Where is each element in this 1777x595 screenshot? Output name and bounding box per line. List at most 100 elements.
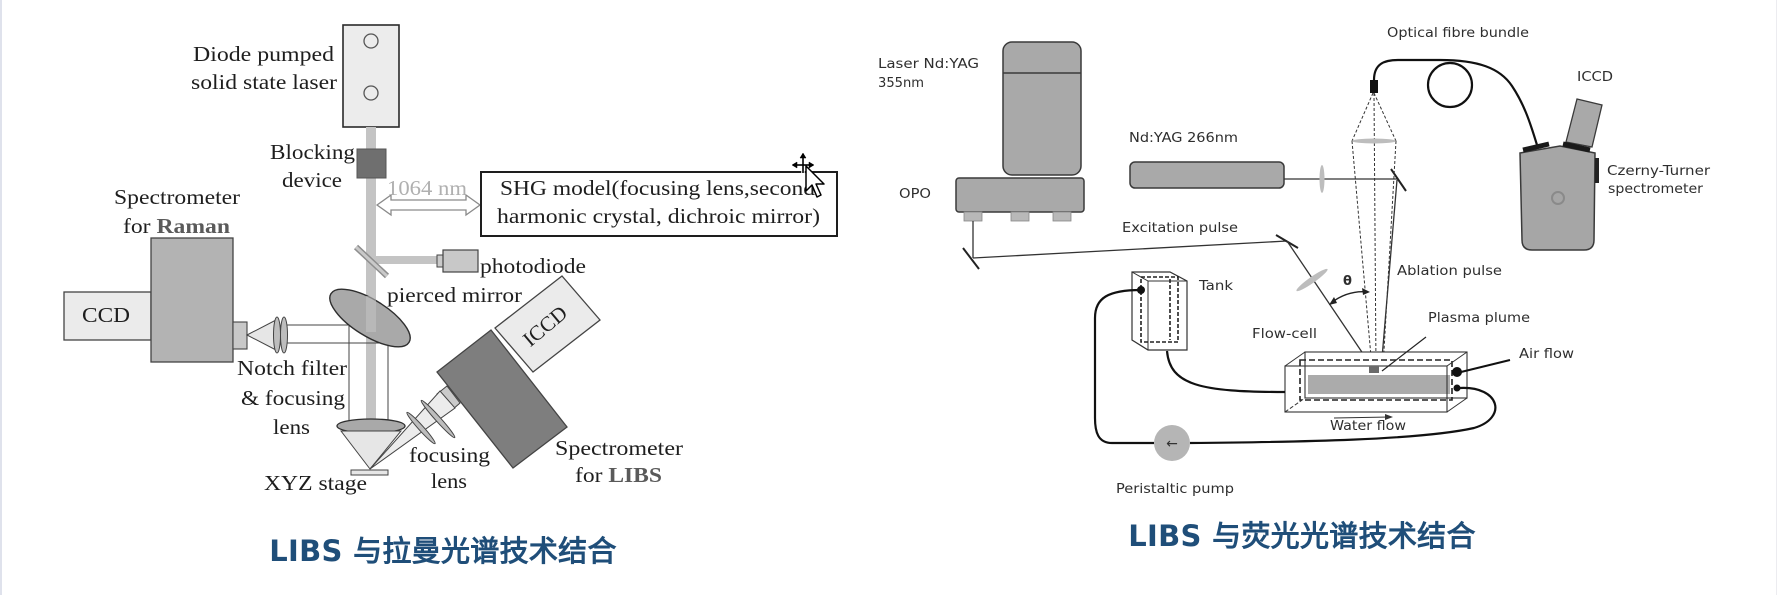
raman-spectrometer-inlet (232, 321, 248, 350)
excitation-beam-to-sample (1286, 240, 1375, 371)
peristaltic-pump-label: Peristaltic pump (1116, 482, 1234, 497)
libs-spectrometer-label-line1: Spectrometer (555, 436, 683, 460)
peristaltic-pump (1154, 425, 1190, 461)
flow-cell-edge-tr (1446, 351, 1468, 367)
iccd-right-label: ICCD (1577, 70, 1613, 85)
collection-ray-center (1373, 92, 1377, 369)
flow-cell-edge-tl (1284, 351, 1306, 367)
tank-label: Tank (1198, 279, 1234, 294)
tube-pump-to-tank (1093, 288, 1154, 445)
czerny-turner-spectrometer (1519, 145, 1596, 251)
spectrometer-iccd (1565, 98, 1603, 148)
water-flow-arrowhead (1385, 414, 1393, 420)
photodiode-label: photodiode (480, 254, 586, 278)
opo-port-2 (1010, 211, 1030, 222)
laser-355-head (1002, 41, 1082, 176)
collection-ray-right-upper (1373, 92, 1397, 142)
water-flow-arrow (1333, 416, 1391, 419)
laser-266 (1129, 161, 1285, 189)
mouse-cursor (791, 152, 825, 198)
libs-spectrometer-label-line2: for LIBS (575, 463, 662, 487)
focusing-lens-label-line1: focusing (409, 443, 491, 467)
flow-cell-front (1284, 365, 1448, 413)
laser-label-line1: Diode pumped (193, 42, 335, 66)
opo-unit (955, 177, 1085, 213)
pierced-mirror-label: pierced mirror (387, 283, 522, 307)
excitation-beam (972, 240, 1288, 259)
plasma-plume-label: Plasma plume (1428, 311, 1530, 326)
cursor-arrow-icon (805, 165, 825, 198)
ccd-label: CCD (82, 303, 130, 327)
libs-focusing-lens-2 (420, 399, 456, 439)
tank-outline (1131, 271, 1188, 351)
laser-355-label-line2: 355nm (878, 76, 924, 91)
ccd-camera (63, 291, 152, 341)
blocking-label-line1: Blocking (270, 140, 356, 164)
iccd-camera (494, 275, 601, 373)
spectrometer-dial (1551, 191, 1565, 205)
focusing-lens-label-line2: lens (431, 469, 467, 493)
spectrometer-label-line2: spectrometer (1608, 182, 1704, 197)
libs-raman-diagram: Diode pumped solid state laser Blocking … (63, 24, 838, 495)
plasma-plume (1369, 366, 1379, 373)
spectrometer-label-line1: Czerny-Turner (1607, 164, 1711, 179)
flow-cell-dashed-inner (1299, 359, 1453, 401)
notch-filter-label-line2: & focusing (241, 386, 346, 410)
angle-label: θ (1343, 274, 1352, 289)
opo-label: OPO (899, 187, 931, 202)
ablation-lens (1319, 165, 1325, 193)
ablation-pulse-label: Ablation pulse (1397, 264, 1502, 279)
raman-spectrometer (150, 237, 234, 363)
angle-arc (1330, 291, 1369, 304)
ablation-mirror (1390, 168, 1407, 192)
tank-edge-top (1131, 271, 1149, 282)
excitation-pulse-label: Excitation pulse (1122, 221, 1238, 236)
left-figure-caption: LIBS 与拉曼光谱技术结合 (269, 534, 617, 568)
wavelength-label: 1064 nm (387, 176, 467, 200)
laser-266-label: Nd:YAG 266nm (1129, 131, 1238, 146)
collection-ray-left-lower (1351, 140, 1373, 369)
notch-filter-lens-1 (273, 316, 281, 354)
photodiode (442, 249, 479, 273)
tube-flowcell-to-pump (1189, 386, 1497, 445)
pump-direction-arrow: ← (1166, 436, 1178, 452)
collection-ray-right-lower (1382, 140, 1397, 369)
photodiode-beam (376, 256, 438, 264)
optical-fibre (1372, 58, 1539, 146)
beam-through-mirror (366, 296, 376, 332)
opo-port-1 (963, 211, 983, 222)
tube-tank-to-flowcell (1165, 350, 1286, 394)
spectrometer-clip-left (1522, 141, 1550, 153)
excitation-lens (1296, 268, 1328, 292)
angle-arc-arrowhead-right (1362, 288, 1370, 295)
tank-inner (1140, 276, 1179, 343)
collection-lens (1352, 138, 1396, 144)
blocking-device (356, 148, 387, 179)
objective-cone (339, 430, 403, 470)
photodiode-nub (436, 254, 444, 268)
raman-label-emphasis: Raman (156, 214, 230, 238)
slide-left-edge (0, 0, 2, 595)
libs-label-prefix: for (575, 463, 608, 487)
flow-cell-liquid (1308, 375, 1450, 394)
shg-label-line1: SHG model(focusing lens,second (500, 176, 816, 200)
water-flow-label: Water flow (1330, 419, 1406, 434)
plasma-pointer (1381, 336, 1427, 372)
libs-fluorescence-diagram: ← Laser Nd:YAG 355nm OPO Nd:YAG 266nm Ex… (878, 26, 1711, 497)
flow-cell (1284, 351, 1468, 413)
tank (1131, 271, 1188, 351)
air-flow-label: Air flow (1519, 347, 1574, 362)
laser-knob-bottom (363, 85, 379, 101)
flow-cell-edge-br (1446, 397, 1468, 413)
opo-port-3 (1052, 211, 1072, 222)
spectrometer-side-bar (1595, 158, 1599, 183)
shg-module-box (480, 171, 838, 237)
libs-focusing-lens-1 (406, 411, 436, 445)
blocking-label-line2: device (282, 168, 342, 192)
shg-label-line2: harmonic crystal, dichroic mirror) (497, 204, 820, 228)
flow-cell-edge-bl (1284, 397, 1306, 413)
raman-label-prefix: for (123, 214, 156, 238)
air-flow-port (1452, 367, 1462, 377)
flow-cell-label: Flow-cell (1252, 327, 1317, 342)
